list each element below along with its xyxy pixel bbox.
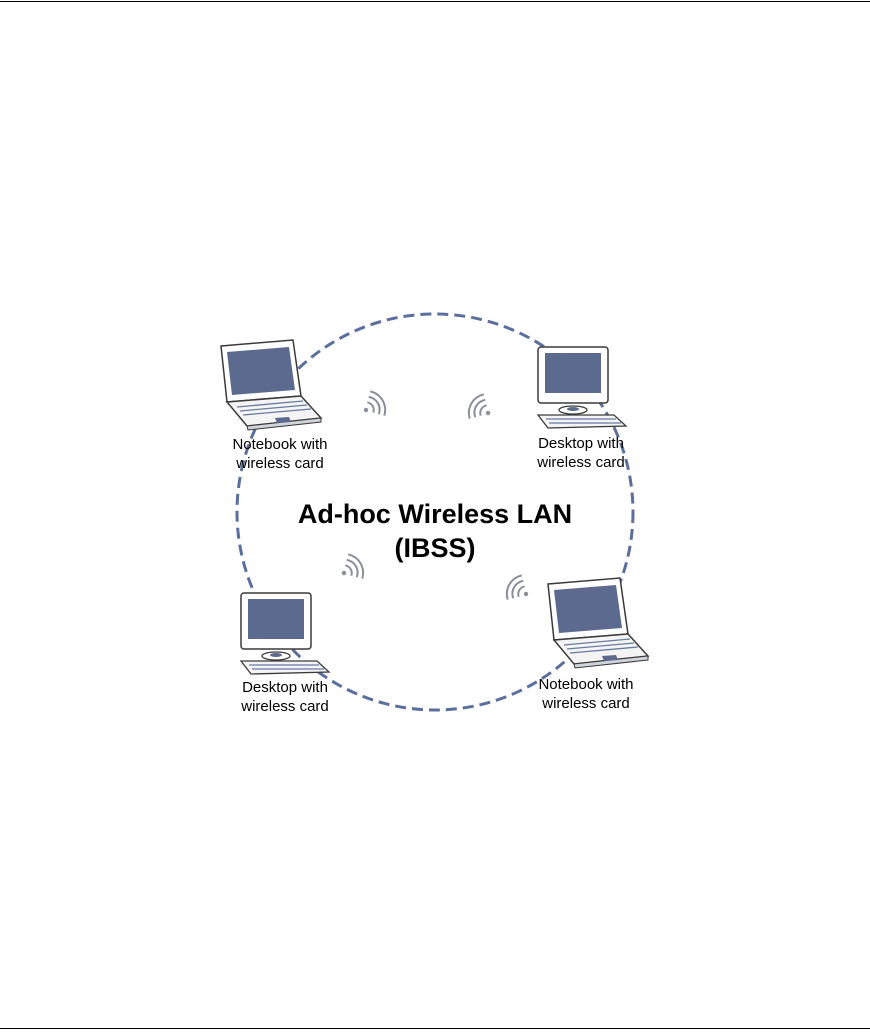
node-label-line1: Notebook with (210, 435, 350, 454)
wireless-signal-icon (357, 388, 389, 423)
notebook-icon (221, 340, 321, 430)
node-label-line2: wireless card (516, 694, 656, 713)
node-label-line1: Desktop with (215, 678, 355, 697)
node-label-top-left: Notebook with wireless card (210, 435, 350, 473)
notebook-icon (548, 578, 648, 668)
desktop-icon (241, 593, 329, 674)
wireless-signal-icon (502, 572, 534, 607)
node-label-line1: Desktop with (511, 434, 651, 453)
diagram-title: Ad-hoc Wireless LAN (235, 498, 635, 530)
node-label-bottom-left: Desktop with wireless card (215, 678, 355, 716)
wireless-signal-icon (464, 391, 496, 426)
node-label-top-right: Desktop with wireless card (511, 434, 651, 472)
node-label-line2: wireless card (215, 697, 355, 716)
node-label-bottom-right: Notebook with wireless card (516, 675, 656, 713)
diagram-subtitle: (IBSS) (235, 532, 635, 564)
desktop-icon (538, 347, 626, 428)
node-label-line2: wireless card (210, 454, 350, 473)
node-label-line1: Notebook with (516, 675, 656, 694)
node-label-line2: wireless card (511, 453, 651, 472)
